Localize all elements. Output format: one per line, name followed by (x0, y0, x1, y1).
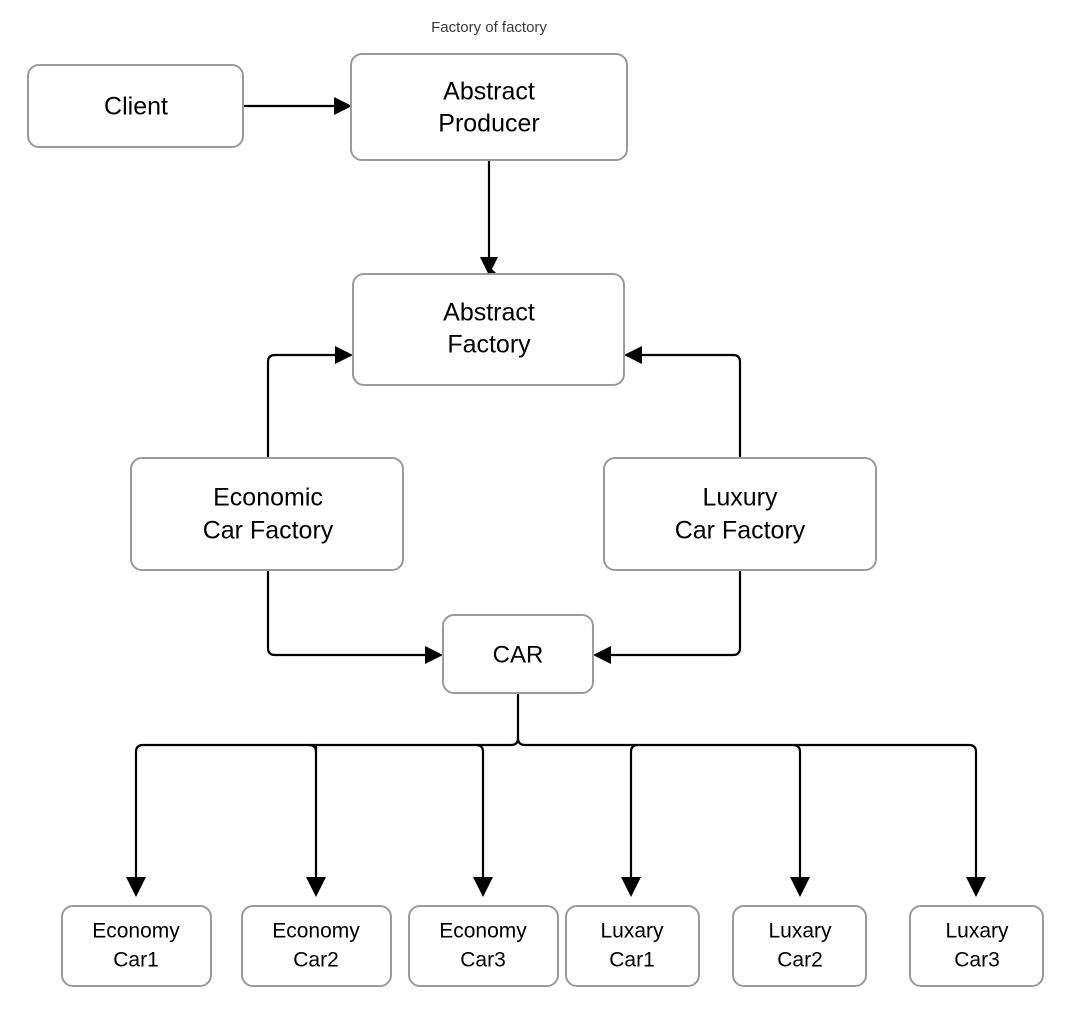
node-product-luxary-car1[interactable]: Luxary Car1 (565, 905, 700, 987)
node-abstract-producer-label-line2: Producer (438, 110, 539, 138)
edge-luxury-factory-to-car (593, 570, 742, 664)
edges-layer (126, 97, 986, 897)
node-abstract-producer-label-line1: Abstract (443, 78, 535, 106)
node-luxury-car-factory-label-line2: Car Factory (675, 517, 806, 545)
node-product-label-line2: Car3 (954, 949, 1000, 972)
edge-luxury-factory-to-abstract-factory (624, 346, 742, 458)
edge-economic-factory-to-car (266, 570, 443, 664)
node-client[interactable]: Client (27, 64, 244, 148)
node-economic-car-factory-label-line2: Car Factory (203, 517, 334, 545)
node-product-label-line2: Car2 (777, 949, 823, 972)
node-abstract-factory[interactable]: Abstract Factory (352, 273, 625, 386)
node-economic-car-factory[interactable]: Economic Car Factory (130, 457, 404, 571)
node-abstract-producer-box[interactable] (350, 53, 628, 161)
node-product-economy-car3[interactable]: Economy Car3 (408, 905, 559, 987)
node-economic-car-factory-box[interactable] (130, 457, 404, 571)
node-product-label-line2: Car2 (293, 949, 339, 972)
nodes-layer: Client Abstract Producer Abstract Factor… (27, 53, 1044, 987)
node-client-box[interactable] (27, 64, 244, 148)
node-product-label-line1: Economy (439, 920, 527, 943)
node-product-box[interactable] (241, 905, 392, 987)
node-product-luxary-car2[interactable]: Luxary Car2 (732, 905, 867, 987)
node-abstract-producer[interactable]: Abstract Producer (350, 53, 628, 161)
node-product-label-line1: Luxary (945, 920, 1009, 943)
node-luxury-car-factory-box[interactable] (603, 457, 877, 571)
node-product-box[interactable] (732, 905, 867, 987)
node-car[interactable]: CAR (442, 614, 594, 694)
node-product-label-line1: Luxary (600, 920, 664, 943)
node-product-label-line1: Luxary (768, 920, 832, 943)
node-economic-car-factory-label-line1: Economic (213, 484, 323, 512)
node-product-label-line1: Economy (272, 920, 360, 943)
edge-client-to-abstract-producer (243, 97, 352, 115)
node-product-label-line2: Car3 (460, 949, 506, 972)
node-product-label-line1: Economy (92, 920, 180, 943)
node-luxury-car-factory-label-line1: Luxury (702, 484, 778, 512)
node-car-box[interactable] (442, 614, 594, 694)
node-product-box[interactable] (408, 905, 559, 987)
caption-factory-of-factory: Factory of factory (431, 19, 547, 36)
node-product-economy-car1[interactable]: Economy Car1 (61, 905, 212, 987)
node-product-label-line2: Car1 (609, 949, 655, 972)
node-luxury-car-factory[interactable]: Luxury Car Factory (603, 457, 877, 571)
node-product-economy-car2[interactable]: Economy Car2 (241, 905, 392, 987)
edge-car-to-products-bus (126, 693, 986, 897)
node-product-luxary-car3[interactable]: Luxary Car3 (909, 905, 1044, 987)
node-client-label: Client (104, 93, 168, 121)
node-abstract-factory-label-line1: Abstract (443, 299, 535, 327)
node-abstract-factory-label-line2: Factory (447, 331, 531, 359)
node-abstract-factory-box[interactable] (352, 273, 625, 386)
node-product-box[interactable] (61, 905, 212, 987)
edge-economic-factory-to-abstract-factory (266, 346, 353, 458)
node-product-box[interactable] (565, 905, 700, 987)
edge-abstract-producer-to-abstract-factory (480, 160, 498, 275)
node-car-label: CAR (493, 641, 544, 668)
node-product-label-line2: Car1 (113, 949, 159, 972)
node-product-box[interactable] (909, 905, 1044, 987)
